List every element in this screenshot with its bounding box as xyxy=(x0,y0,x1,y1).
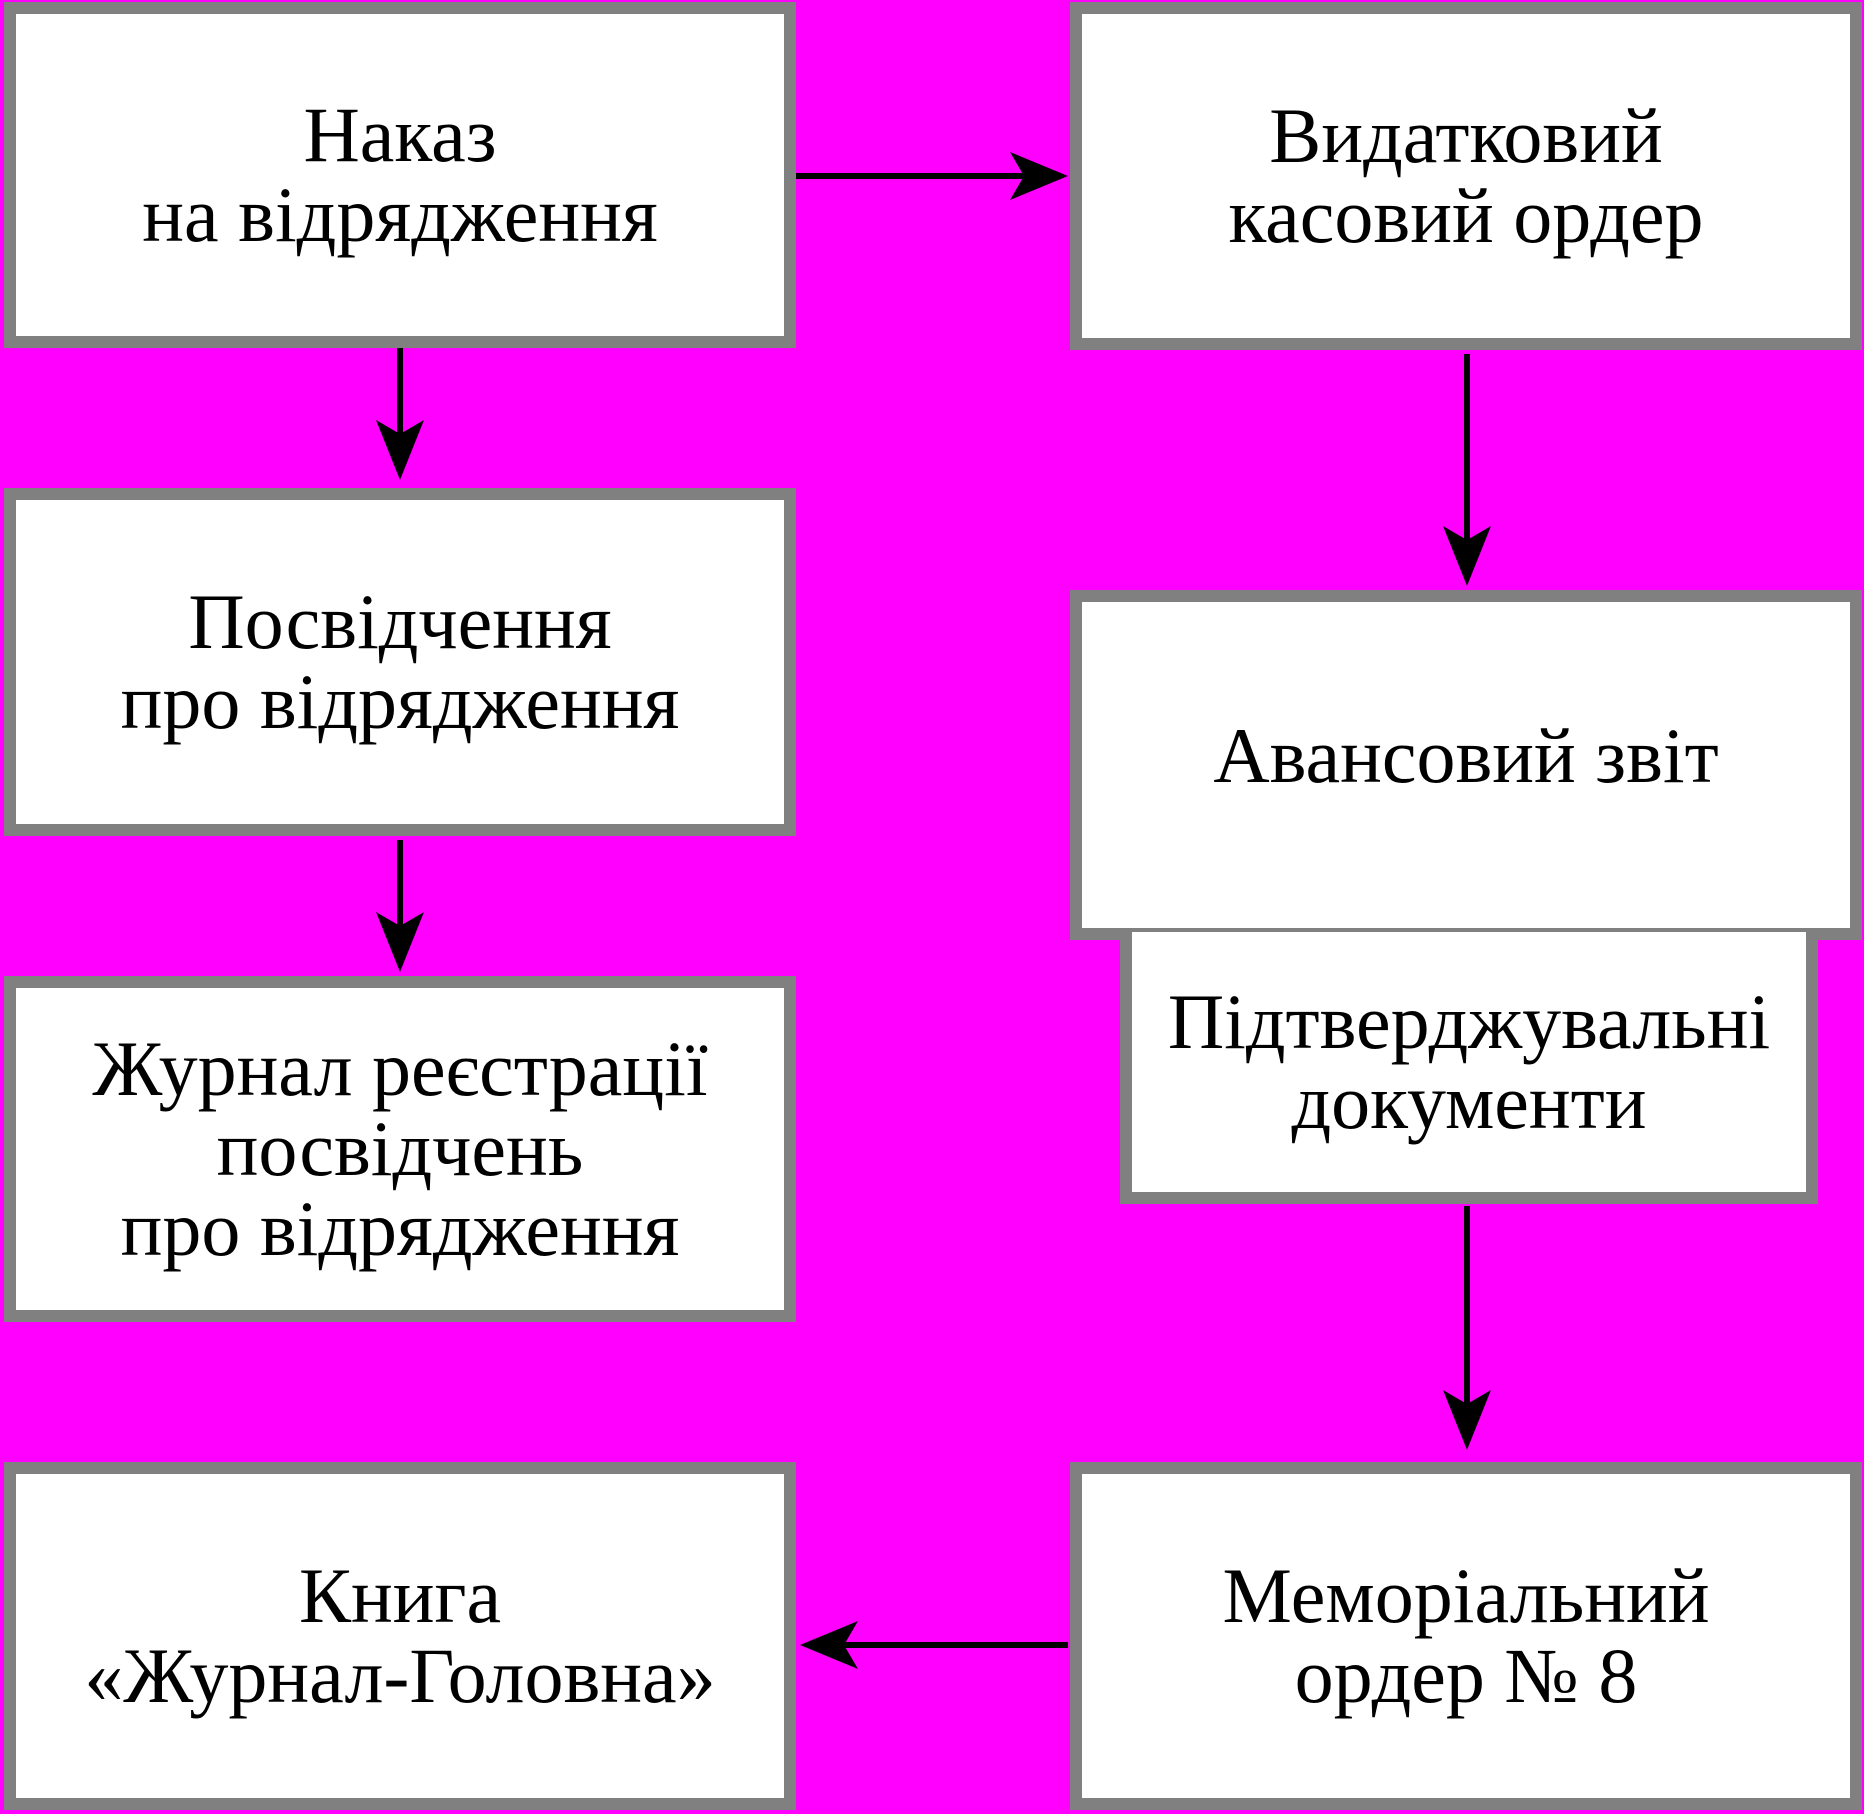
box-book-line-1: Книга xyxy=(298,1552,502,1639)
box-journal-line-2: посвідчень xyxy=(216,1105,584,1192)
box-journal-line-3: про відрядження xyxy=(120,1185,680,1272)
box-supporting-docs-line-2: документи xyxy=(1291,1058,1647,1145)
box-book-line-2: «Журнал-Головна» xyxy=(84,1632,716,1719)
box-cash-order: Видатковий касовий ордер xyxy=(1070,2,1862,350)
box-memorial-order: Меморіальний ордер № 8 xyxy=(1070,1462,1862,1810)
box-order-line-1: Наказ xyxy=(303,91,497,178)
box-certificate-line-2: про відрядження xyxy=(120,658,680,745)
arrow-order-to-certificate xyxy=(376,348,424,480)
box-cash-order-line-1: Видатковий xyxy=(1269,92,1663,179)
box-advance-report: Авансовий звіт xyxy=(1070,590,1862,940)
arrow-memorial-order-to-book xyxy=(800,1621,1068,1669)
arrow-order-to-cash-order xyxy=(796,152,1068,200)
arrow-cash-order-to-advance-report xyxy=(1443,354,1491,586)
box-order-line-2: на відрядження xyxy=(142,171,658,258)
box-supporting-docs-line-1: Підтверджувальні xyxy=(1167,978,1771,1065)
arrow-certificate-to-journal xyxy=(376,840,424,972)
box-memorial-order-line-1: Меморіальний xyxy=(1222,1552,1710,1639)
box-journal: Журнал реєстрації посвідчень про відрядж… xyxy=(4,976,796,1322)
box-order: Наказ на відрядження xyxy=(4,2,796,348)
box-advance-report-line-1: Авансовий звіт xyxy=(1213,712,1719,799)
box-certificate: Посвідчення про відрядження xyxy=(4,488,796,836)
box-cash-order-line-2: касовий ордер xyxy=(1228,172,1704,259)
box-certificate-line-1: Посвідчення xyxy=(188,578,612,665)
arrow-supporting-docs-to-memorial-order xyxy=(1443,1206,1491,1450)
box-memorial-order-line-2: ордер № 8 xyxy=(1294,1632,1638,1719)
box-journal-line-1: Журнал реєстрації xyxy=(92,1025,708,1112)
box-supporting-docs: Підтверджувальні документи xyxy=(1120,932,1818,1204)
box-book: Книга «Журнал-Головна» xyxy=(4,1462,796,1810)
